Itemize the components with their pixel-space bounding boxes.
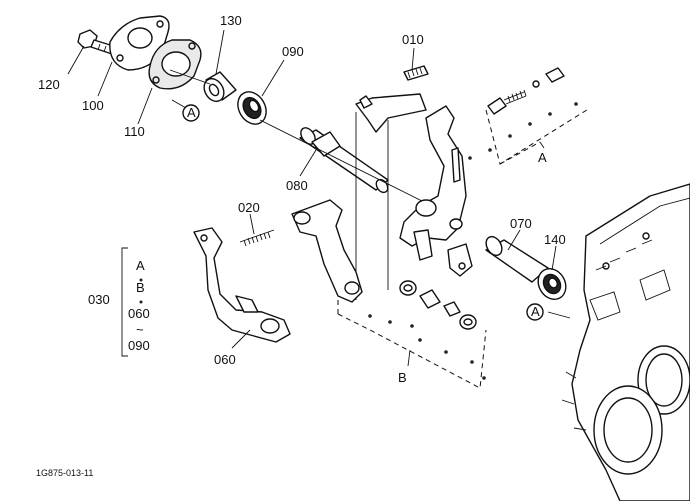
shaft-080 bbox=[299, 127, 389, 194]
callout-140: 140 bbox=[544, 232, 566, 247]
group-030-label: 030 bbox=[88, 292, 110, 307]
callout-100: 100 bbox=[82, 98, 104, 113]
group-030-item-060: 060 bbox=[128, 306, 150, 321]
callout-110: 110 bbox=[124, 124, 145, 139]
marker-a-2: A bbox=[531, 304, 540, 319]
group-030-item-b: B bbox=[136, 280, 145, 295]
callout-070: 070 bbox=[510, 216, 532, 231]
callout-090: 090 bbox=[282, 44, 304, 59]
reference-dots bbox=[368, 102, 578, 380]
fork-lever-060 bbox=[193, 227, 291, 343]
footer-code: 1G875-013-11 bbox=[36, 468, 93, 478]
leader-lines bbox=[67, 29, 571, 367]
axis-line-left bbox=[169, 69, 211, 85]
axis-line-upper bbox=[259, 119, 441, 211]
bushing-070 bbox=[485, 235, 549, 283]
a-group-parts bbox=[487, 67, 565, 115]
marker-b-group: B bbox=[398, 370, 407, 385]
group-b-boundary bbox=[337, 296, 487, 389]
group-030-item-tilde: ~ bbox=[136, 322, 144, 337]
callout-010: 010 bbox=[402, 32, 424, 47]
marker-circle-a-2 bbox=[526, 303, 544, 321]
group-030-item-a: A bbox=[136, 258, 145, 273]
lever-arm-upper bbox=[291, 199, 363, 303]
marker-circle-a-1 bbox=[182, 104, 200, 122]
bearing-090 bbox=[237, 91, 267, 125]
b-group-parts bbox=[399, 280, 477, 330]
group-030-dot-2 bbox=[139, 300, 143, 304]
group-030-dot-1 bbox=[139, 278, 143, 282]
spring-020 bbox=[239, 229, 275, 247]
marker-a-1: A bbox=[187, 105, 196, 120]
callout-020: 020 bbox=[238, 200, 260, 215]
lever-bracket bbox=[355, 93, 427, 300]
group-030-bracket bbox=[121, 247, 128, 357]
bushing-130 bbox=[203, 71, 237, 103]
group-a-boundary bbox=[485, 107, 591, 165]
spring-010 bbox=[403, 65, 429, 81]
callout-130: 130 bbox=[220, 13, 242, 28]
bearing-140 bbox=[537, 267, 567, 301]
main-lever-plate bbox=[399, 105, 473, 277]
engine-block bbox=[561, 183, 690, 501]
group-030-item-090: 090 bbox=[128, 338, 150, 353]
callout-080: 080 bbox=[286, 178, 308, 193]
marker-a-group: A bbox=[538, 150, 547, 165]
callout-120: 120 bbox=[38, 77, 60, 92]
callout-060: 060 bbox=[214, 352, 236, 367]
